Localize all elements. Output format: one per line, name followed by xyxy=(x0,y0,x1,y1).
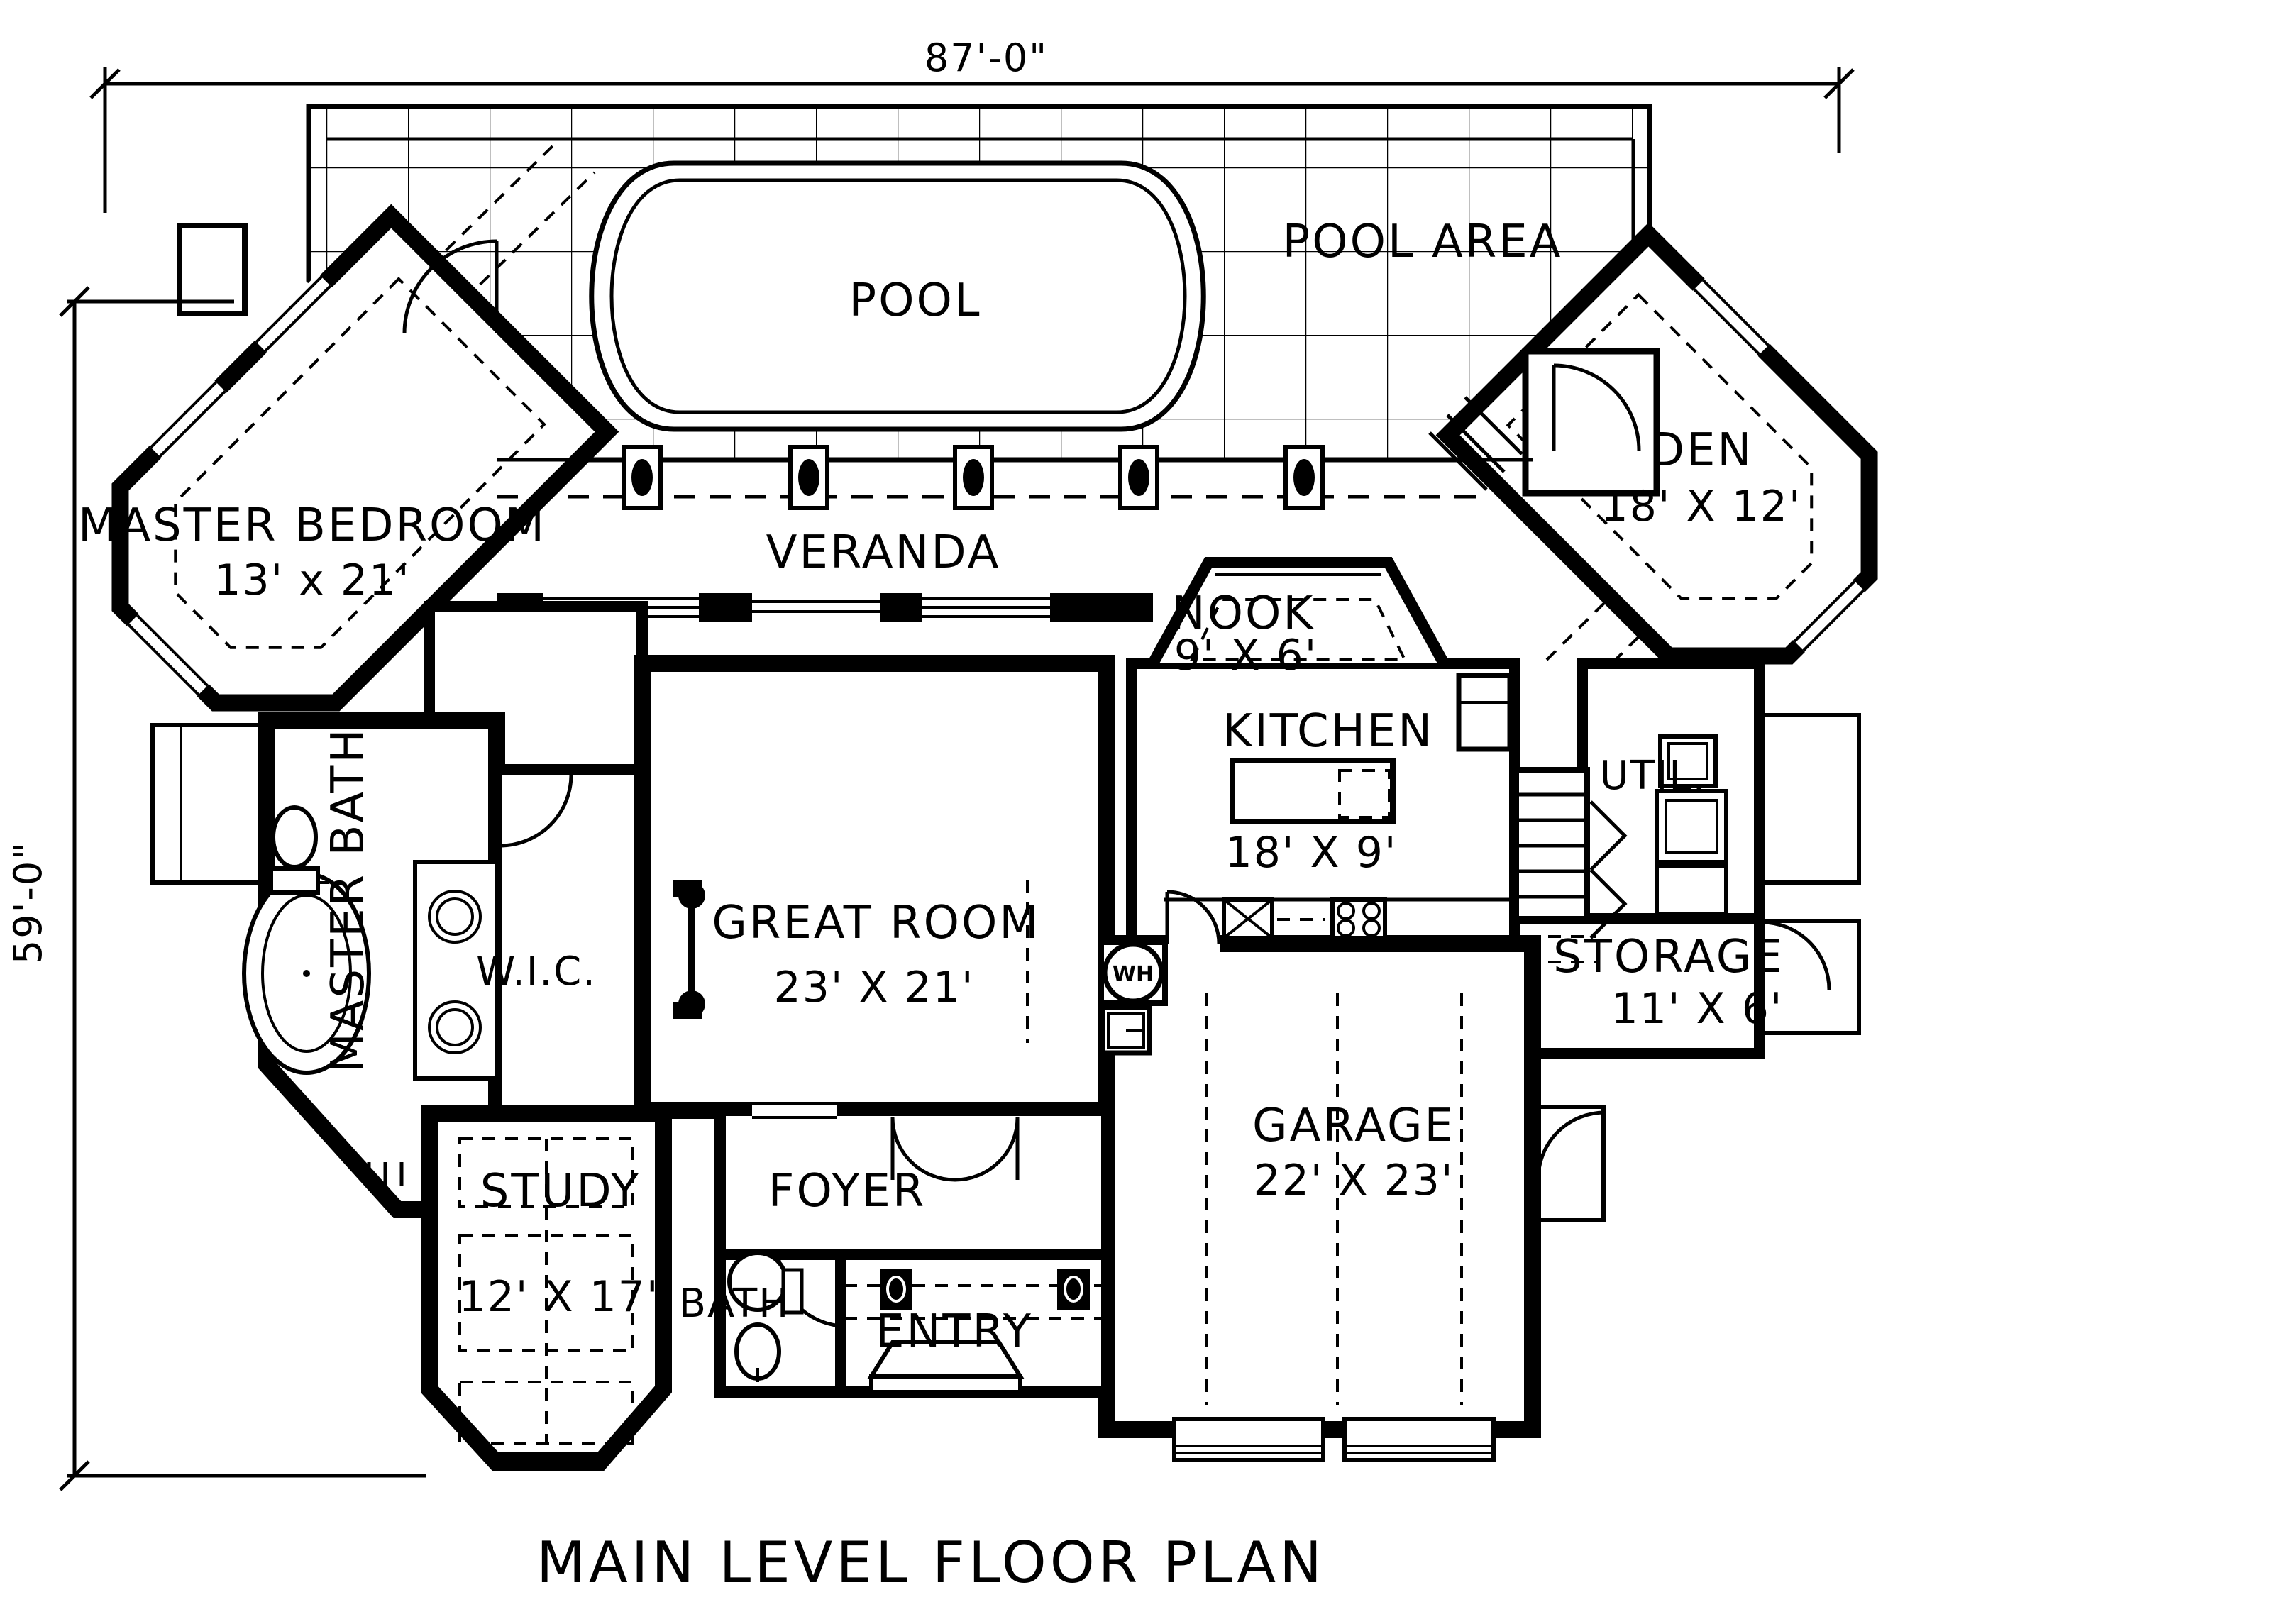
kitchen-label: KITCHEN xyxy=(1222,705,1434,758)
sink-icon xyxy=(1222,897,1274,940)
study-bay-window xyxy=(437,1391,659,1460)
util-bifold-doors xyxy=(1589,800,1628,939)
master-bath-label: MASTER BATH xyxy=(322,727,375,1073)
entry-label: ENTRY xyxy=(876,1305,1033,1358)
garage-size: 22' X 23' xyxy=(1254,1156,1454,1205)
storage-exterior-door-arc xyxy=(1760,920,1831,990)
overall-width-dimension: 87'-0" xyxy=(924,35,1048,80)
dryer-icon xyxy=(1655,863,1728,916)
den-label: DEN xyxy=(1650,424,1754,477)
den-door-arc xyxy=(1553,363,1641,451)
wic-label: W.I.C. xyxy=(476,949,597,995)
great-room-label: GREAT ROOM xyxy=(712,897,1040,949)
nook-label: NOOK xyxy=(1171,587,1315,640)
veranda-window xyxy=(922,593,1050,622)
top-dimension: 87'-0" xyxy=(89,35,1855,213)
refrigerator-icon xyxy=(1456,673,1513,752)
master-steps xyxy=(367,1162,404,1186)
wic-door-arc xyxy=(499,774,573,848)
powder-toilet-icon xyxy=(734,1322,781,1382)
pool-label: POOL xyxy=(849,275,982,327)
wic-room xyxy=(491,764,648,1116)
great-room-columns xyxy=(673,880,1029,1043)
master-bedroom-door-arc xyxy=(402,239,499,334)
pool-outline xyxy=(589,160,1206,432)
washer-icon xyxy=(1655,789,1728,864)
staircase xyxy=(1513,767,1596,963)
great-room xyxy=(634,655,1115,1119)
veranda-label: VERANDA xyxy=(766,526,1001,579)
pool xyxy=(589,160,1206,432)
garage-label: GARAGE xyxy=(1252,1100,1455,1152)
overall-height-dimension: 59'-0" xyxy=(6,841,50,964)
garage-side-door xyxy=(1530,1105,1606,1222)
stove-icon xyxy=(1330,897,1387,940)
porch-column xyxy=(880,1269,912,1310)
kitchen-counter xyxy=(1164,897,1511,940)
laundry-sink-icon xyxy=(1100,1005,1152,1056)
kitchen-island xyxy=(1230,758,1396,824)
foyer-double-doors xyxy=(890,1117,1020,1182)
veranda-columns xyxy=(622,445,1325,510)
study-size: 12' X 17' xyxy=(459,1272,660,1322)
den-windows xyxy=(1690,276,1867,654)
study-ceiling-dashes xyxy=(458,1137,634,1445)
veranda-slider-door xyxy=(752,593,880,622)
master-bedroom-windows xyxy=(124,273,334,699)
veranda xyxy=(497,445,1533,622)
util-label: UTIL. xyxy=(1600,753,1707,799)
powder-sink-icon xyxy=(727,1251,804,1315)
storage-label: STORAGE xyxy=(1553,931,1784,983)
right-stoop-upper xyxy=(1757,713,1861,885)
porch-column xyxy=(1057,1269,1090,1310)
util-sink-icon xyxy=(1658,734,1718,788)
great-room-size: 23' X 21' xyxy=(774,963,975,1012)
kitchen-size: 18' X 9' xyxy=(1225,828,1398,878)
pool-area-label: POOL AREA xyxy=(1283,216,1563,268)
great-room-window xyxy=(752,1098,837,1122)
storage-room xyxy=(1509,913,1765,1059)
study-room xyxy=(421,1105,672,1471)
master-bedroom-wing xyxy=(111,204,619,712)
entry-steps xyxy=(867,1340,1025,1394)
fireplace-bump xyxy=(177,223,248,316)
foyer-label: FOYER xyxy=(768,1165,927,1217)
drawing-title: MAIN LEVEL FLOOR PLAN xyxy=(536,1530,1325,1596)
garage-doors xyxy=(1172,993,1496,1462)
left-dimension: 59'-0" xyxy=(6,286,426,1491)
study-label: STUDY xyxy=(480,1165,641,1217)
nook-size: 9' X 6' xyxy=(1174,631,1318,680)
den-porch xyxy=(1522,348,1660,497)
water-heater-icon: WH xyxy=(1098,939,1168,1006)
right-stoop-lower xyxy=(1757,919,1861,1035)
toilet-icon xyxy=(269,805,320,895)
double-vanity-icon xyxy=(413,860,499,1081)
master-bedroom-label: MASTER BEDROOM xyxy=(78,499,546,552)
storage-size: 11' X 6' xyxy=(1611,984,1784,1034)
bath-label: BATH xyxy=(679,1281,790,1327)
den-size: 18' X 12' xyxy=(1601,482,1802,531)
entry-porch xyxy=(844,1269,1103,1394)
water-heater-label: WH xyxy=(1113,962,1154,987)
left-window-bay xyxy=(150,723,268,885)
master-bedroom-size: 13' x 21' xyxy=(214,556,410,605)
nook-bay xyxy=(1147,557,1450,666)
